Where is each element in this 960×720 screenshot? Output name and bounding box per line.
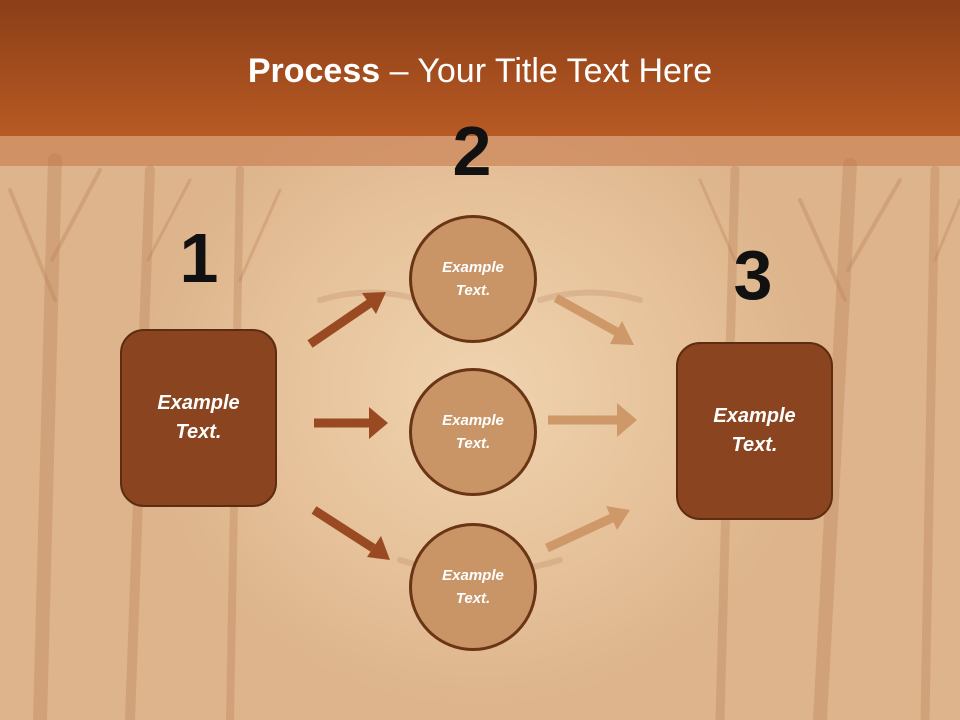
slide-title: Process – Your Title Text Here	[0, 52, 960, 91]
arrow-to-top-circle	[307, 292, 386, 348]
circle-top: Example Text.	[409, 215, 537, 343]
step-number-3: 3	[733, 236, 773, 314]
arrow-from-middle-circle	[548, 403, 637, 437]
step-1-box: Example Text.	[120, 329, 277, 507]
step-1-label: Example Text.	[157, 392, 240, 443]
title-bold: Process	[247, 52, 381, 90]
step-number-2: 2	[452, 112, 492, 190]
title-rest: – Your Title Text Here	[380, 52, 713, 90]
arrow-to-middle-circle	[314, 407, 388, 439]
step-3-label: Example Text.	[713, 405, 796, 456]
step-3-box: Example Text.	[676, 342, 833, 520]
circle-middle-label: Example Text.	[442, 412, 504, 452]
circle-top-label: Example Text.	[442, 259, 504, 299]
arrow-from-top-circle	[553, 294, 634, 345]
circle-bottom-label: Example Text.	[442, 567, 504, 607]
title-bar-band	[0, 136, 960, 166]
circle-middle: Example Text.	[409, 368, 537, 496]
circle-bottom: Example Text.	[409, 523, 537, 651]
arrow-from-bottom-circle	[545, 506, 630, 553]
arrow-to-bottom-circle	[311, 506, 390, 560]
title-bar	[0, 0, 960, 136]
step-number-1: 1	[179, 219, 219, 297]
